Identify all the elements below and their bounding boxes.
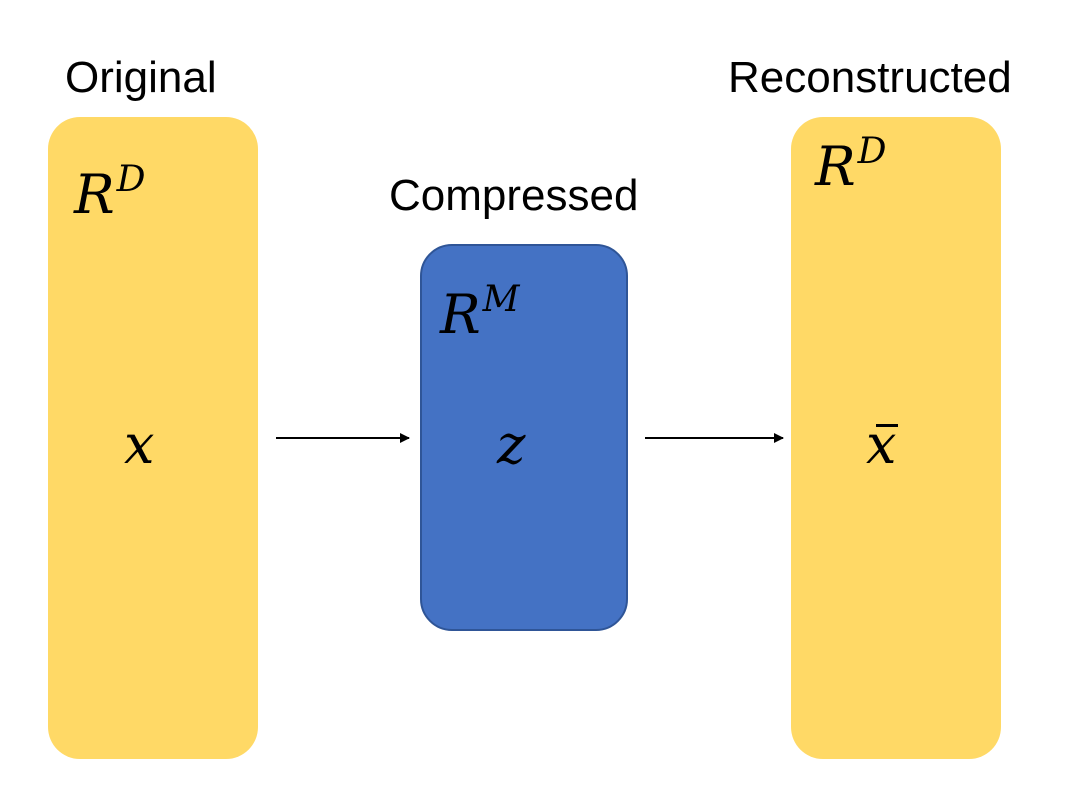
- latent-variable: z: [497, 413, 526, 476]
- compressed-space-dimension: M: [482, 279, 520, 320]
- original-block: [48, 117, 258, 759]
- input-variable: x: [124, 413, 155, 476]
- reconstructed-space-label: RD: [815, 134, 887, 194]
- reconstructed-space-base: R: [815, 135, 856, 198]
- original-space-dimension: D: [116, 159, 146, 200]
- reconstruction-overbar: [876, 424, 898, 427]
- original-heading: Original: [65, 53, 217, 102]
- reconstructed-block: [791, 117, 1001, 759]
- reconstructed-space-dimension: D: [857, 131, 887, 172]
- compressed-heading: Compressed: [389, 171, 639, 220]
- compressed-block: [420, 244, 628, 631]
- reconstructed-heading: Reconstructed: [728, 53, 1012, 102]
- original-space-label: RD: [74, 162, 146, 222]
- original-space-base: R: [74, 163, 115, 226]
- compressed-space-base: R: [440, 283, 481, 346]
- compressed-space-label: RM: [440, 282, 520, 342]
